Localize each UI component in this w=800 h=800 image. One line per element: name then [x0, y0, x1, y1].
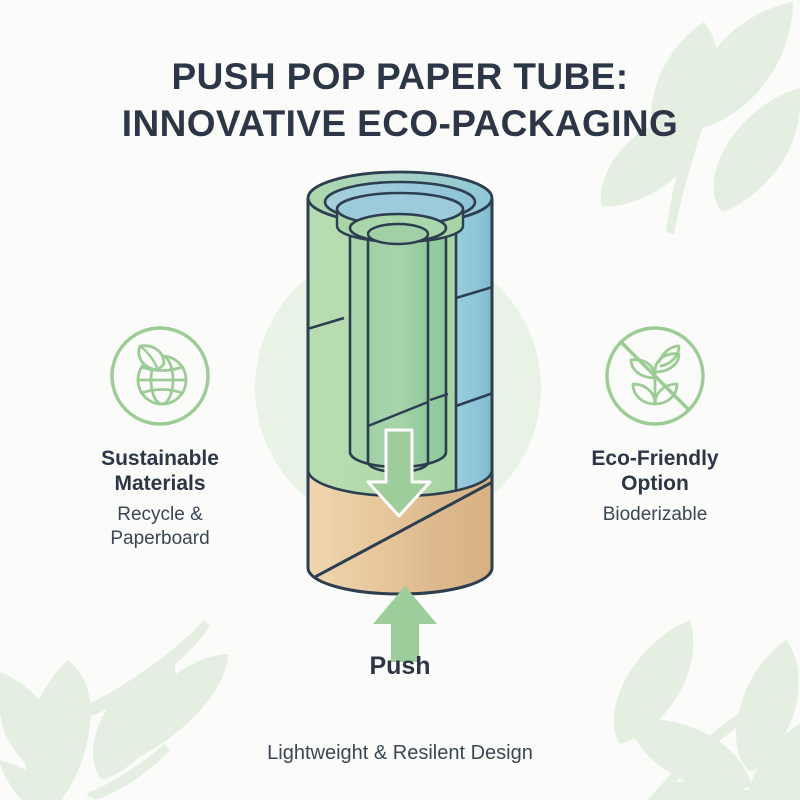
plant-leaf-bottom-left: [631, 382, 657, 406]
push-up-arrow-icon: [373, 586, 437, 662]
icon-outer-ring: [110, 326, 210, 426]
page-title-line-2: INNOVATIVE ECO-PACKAGING: [121, 103, 679, 145]
feature-eco-friendly-option[interactable]: Eco-Friendly Option Bioderizable: [540, 322, 770, 527]
feature-subtitle: Recycle & Paperboard: [110, 504, 210, 550]
feature-subtitle: Bioderizable: [602, 504, 708, 526]
push-label: Push: [369, 652, 431, 680]
up-arrow-shape: [373, 586, 437, 662]
feature-title: Sustainable Materials: [101, 447, 219, 496]
page-title-line-1: PUSH POP PAPER TUBE:: [171, 55, 629, 97]
no-plant-prohibited-icon: [605, 326, 705, 426]
page-title: PUSH POP PAPER TUBE: INNOVATIVE ECO-PACK…: [0, 53, 800, 148]
feature-sustainable-materials[interactable]: Sustainable Materials Recycle & Paperboa…: [45, 322, 275, 551]
feature-title: Eco-Friendly Option: [591, 447, 719, 496]
footer-tagline: Lightweight & Resilent Design: [267, 742, 533, 764]
globe-parallel-lower: [140, 388, 184, 395]
globe-leaf-icon: [110, 326, 210, 426]
inner-core-center-top-ellipse: [366, 222, 430, 246]
